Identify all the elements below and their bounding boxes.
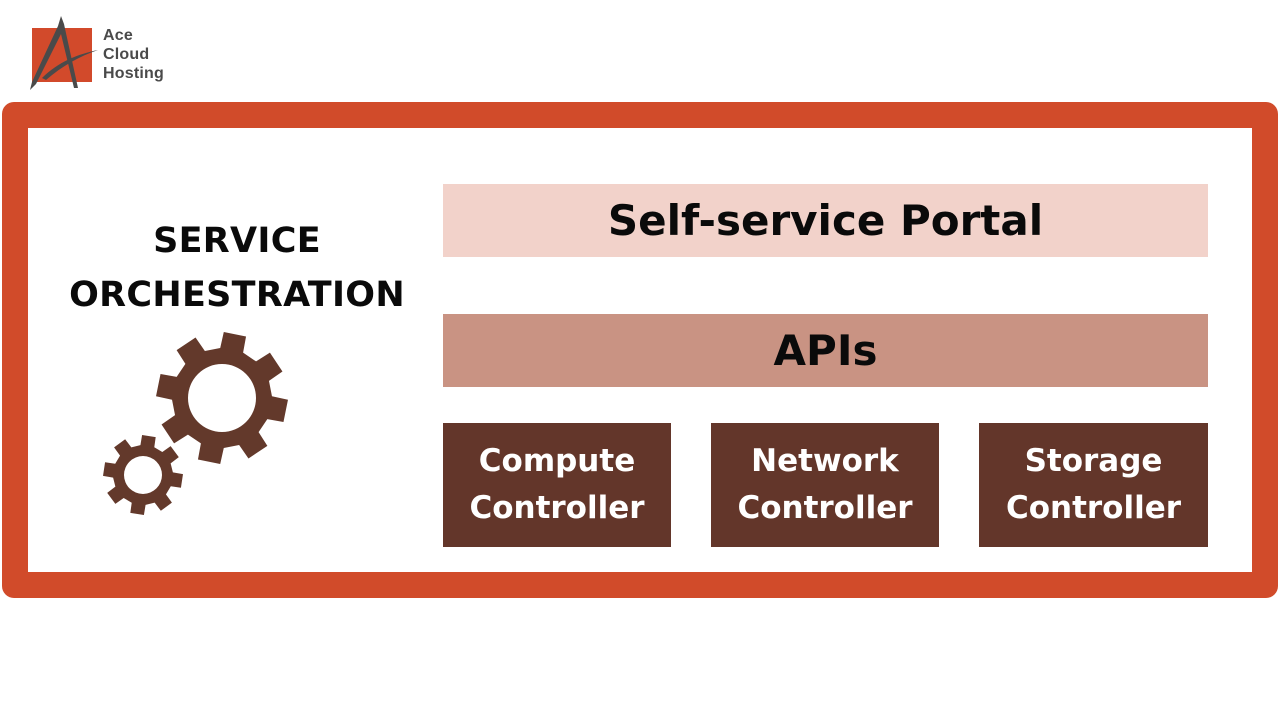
self-service-portal-label: Self-service Portal bbox=[607, 196, 1044, 245]
logo-letter-a bbox=[30, 16, 78, 90]
gears-icon bbox=[103, 332, 288, 515]
logo-swoosh bbox=[42, 50, 98, 80]
logo-text: Ace Cloud Hosting bbox=[103, 26, 164, 83]
service-orchestration-title-line-2: ORCHESTRATION bbox=[69, 275, 405, 315]
compute-controller-label-line-2: Controller bbox=[469, 490, 645, 526]
logo-text-cloud: Cloud bbox=[103, 46, 150, 63]
compute-controller-label-line-1: Compute bbox=[478, 443, 636, 479]
network-controller-label-line-1: Network bbox=[751, 443, 899, 479]
small-gear-icon bbox=[103, 435, 183, 515]
apis-layer: APIs bbox=[443, 314, 1208, 387]
storage-controller-label-line-2: Controller bbox=[1005, 490, 1182, 526]
ace-cloud-hosting-logo: Ace Cloud Hosting bbox=[28, 16, 188, 92]
storage-controller-label-line-1: Storage bbox=[1024, 443, 1163, 479]
service-orchestration-title-line-1: SERVICE bbox=[153, 221, 321, 261]
apis-label: APIs bbox=[773, 326, 878, 375]
large-gear-icon bbox=[156, 332, 288, 464]
self-service-portal-layer: Self-service Portal bbox=[443, 184, 1208, 257]
network-controller-box: Network Controller bbox=[711, 423, 939, 547]
storage-controller-box: Storage Controller bbox=[979, 423, 1208, 547]
compute-controller-box: Compute Controller bbox=[443, 423, 671, 547]
ace-cloud-hosting-logo-icon bbox=[30, 16, 98, 90]
logo-text-hosting: Hosting bbox=[103, 65, 164, 82]
network-controller-label-line-2: Controller bbox=[737, 490, 913, 526]
service-orchestration-title: SERVICE ORCHESTRATION bbox=[60, 214, 414, 322]
logo-text-ace: Ace bbox=[103, 27, 133, 44]
